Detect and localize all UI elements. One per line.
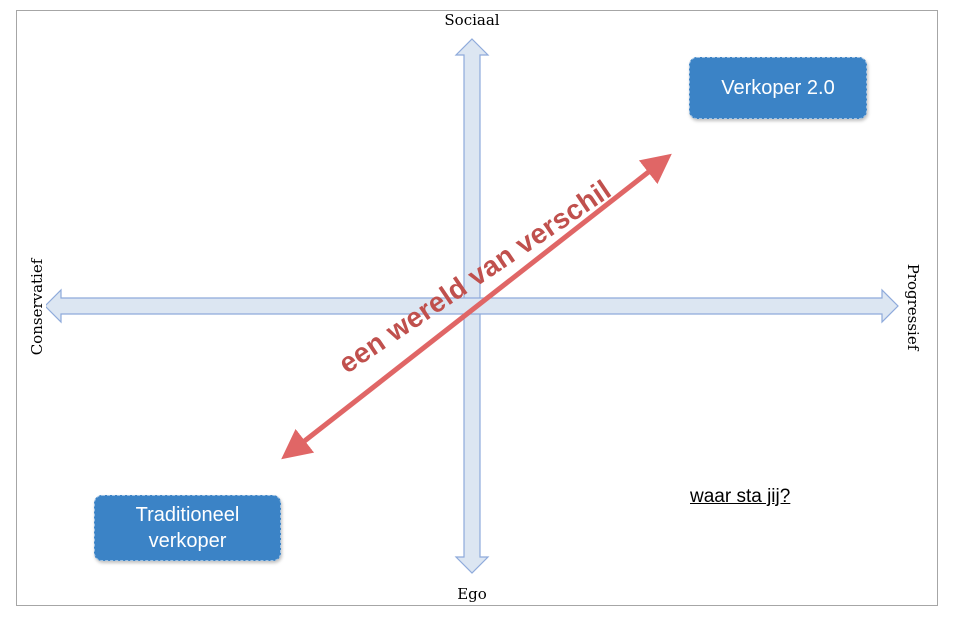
traditioneel-verkoper-box: Traditioneel verkoper — [94, 495, 281, 561]
verkoper-2-label: Verkoper 2.0 — [721, 77, 835, 99]
axis-label-ego: Ego — [455, 585, 489, 603]
diagonal-difference-arrow — [281, 153, 672, 460]
diagram-frame — [16, 10, 938, 606]
verkoper-2-box: Verkoper 2.0 — [689, 57, 867, 119]
axis-label-progressief: Progressief — [904, 261, 922, 353]
traditioneel-label-line2: verkoper — [148, 530, 227, 552]
axis-label-conservatief: Conservatief — [28, 256, 46, 358]
traditioneel-label-line1: Traditioneel — [135, 504, 240, 526]
question-text: waar sta jij? — [690, 486, 791, 507]
axis-label-sociaal: Sociaal — [442, 11, 502, 29]
